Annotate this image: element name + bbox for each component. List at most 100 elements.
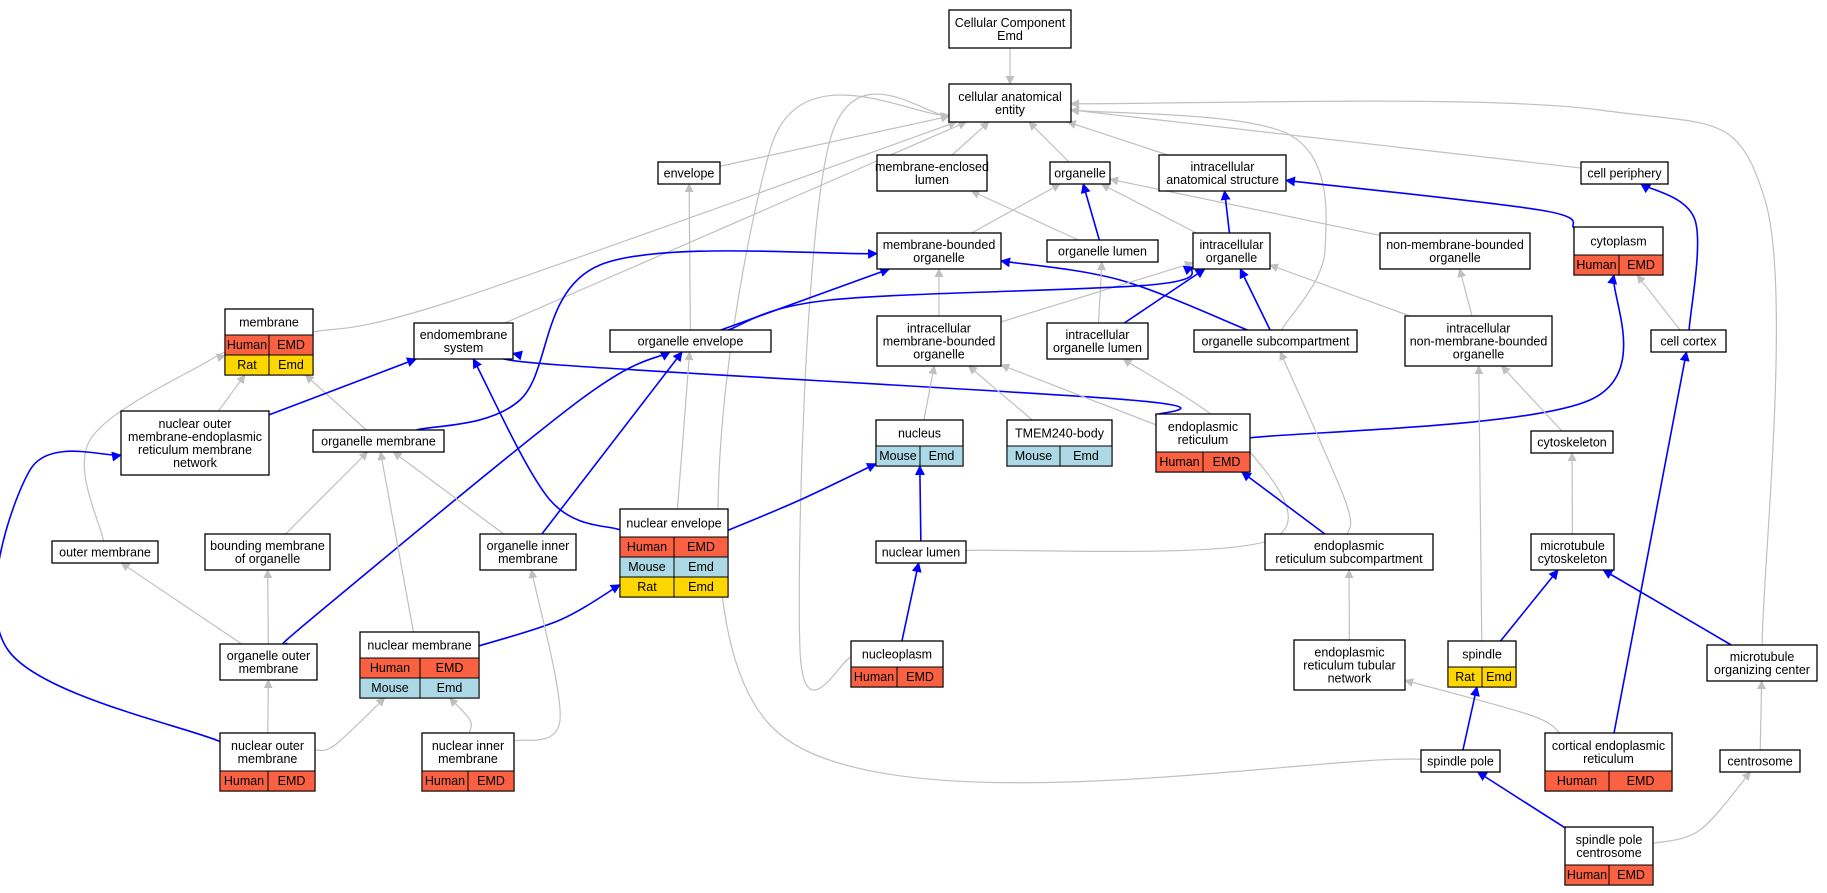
node-nuclear-lumen[interactable]: nuclear lumen [875, 540, 967, 564]
edge-olumen-to-organelle [1080, 183, 1101, 241]
node-label: nuclear membrane [367, 639, 471, 653]
edge-centrosome-to-mtoc [1756, 680, 1766, 751]
node-label: intracellular [1447, 322, 1511, 336]
node-label: organelle envelope [638, 335, 744, 349]
edge-nucleus-to-imbo [923, 365, 938, 421]
node-label: non-membrane-bounded [1386, 238, 1524, 252]
node-intracellular-non-membrane-bounded-organelle[interactable]: intracellularnon-membrane-boundedorganel… [1404, 315, 1553, 367]
node-label: spindle [1462, 648, 1502, 662]
node-label: organelle [913, 251, 964, 265]
node-label: reticulum [1178, 433, 1229, 447]
node-cytoskeleton[interactable]: cytoskeleton [1530, 430, 1614, 454]
gene-cell [1059, 445, 1113, 467]
species-label: Mouse [879, 449, 917, 463]
node-organelle-membrane[interactable]: organelle membrane [312, 429, 445, 453]
node-box [948, 83, 1072, 123]
node-label: cortical endoplasmic [1552, 739, 1665, 753]
node-label: organelle lumen [1053, 341, 1142, 355]
node-label: membrane-bounded [883, 335, 996, 349]
edge-cytosk-to-inmbo [1501, 365, 1563, 432]
gene-cell [1618, 254, 1664, 276]
node-label: membrane [239, 662, 299, 676]
edge-osub-to-cae [1070, 106, 1327, 331]
node-organelle-envelope[interactable]: organelle envelope [609, 329, 772, 353]
gene-label: Emd [688, 580, 714, 594]
edge-inmbo-to-io [1269, 263, 1411, 317]
node-envelope[interactable]: envelope [657, 161, 721, 185]
node-box [1379, 232, 1531, 270]
node-box [1706, 644, 1818, 682]
node-label: cellular anatomical [958, 90, 1062, 104]
node-box [876, 315, 1002, 367]
gene-cell [896, 666, 944, 688]
edge-nom-to-nomer [0, 450, 221, 743]
gene-cell [268, 354, 314, 376]
node-spindle-pole[interactable]: spindle pole [1420, 749, 1501, 773]
gene-label: EMD [687, 540, 715, 554]
node-label: reticulum tubular [1303, 659, 1395, 673]
node-cell-cortex[interactable]: cell cortex [1650, 329, 1727, 353]
node-box [948, 9, 1072, 49]
node-outer-membrane[interactable]: outer membrane [51, 540, 159, 564]
node-label: TMEM240-body [1015, 427, 1105, 441]
node-cell-periphery[interactable]: cell periphery [1580, 161, 1669, 185]
node-centrosome[interactable]: centrosome [1719, 749, 1801, 773]
edge-nim-to-nmem [449, 697, 472, 734]
edge-membrane-to-cae [312, 120, 958, 333]
node-box [1420, 749, 1501, 773]
node-label: organelle [913, 348, 964, 362]
edge-oim-to-oenv [541, 351, 683, 535]
node-organelle[interactable]: organelle [1049, 161, 1111, 185]
species-label: Human [1557, 774, 1597, 788]
node-organelle-subcompartment[interactable]: organelle subcompartment [1193, 329, 1358, 353]
node-label: membrane-bounded [883, 238, 996, 252]
node-box [479, 533, 577, 571]
node-nuclear-outer-membrane-endoplasmic-reticulum-membrane-network[interactable]: nuclear outermembrane-endoplasmicreticul… [120, 410, 270, 476]
node-box [1192, 232, 1271, 270]
edge-mbo-to-organelle [971, 183, 1061, 234]
node-box [51, 540, 159, 564]
node-label: of organelle [235, 552, 300, 566]
species-label: Rat [237, 358, 257, 372]
node-label: cytoplasm [1590, 235, 1646, 249]
node-organelle-lumen[interactable]: organelle lumen [1046, 239, 1159, 263]
edge-nucleoplasm-to-nlumen [901, 562, 922, 642]
node-label: organelle [1054, 167, 1105, 181]
